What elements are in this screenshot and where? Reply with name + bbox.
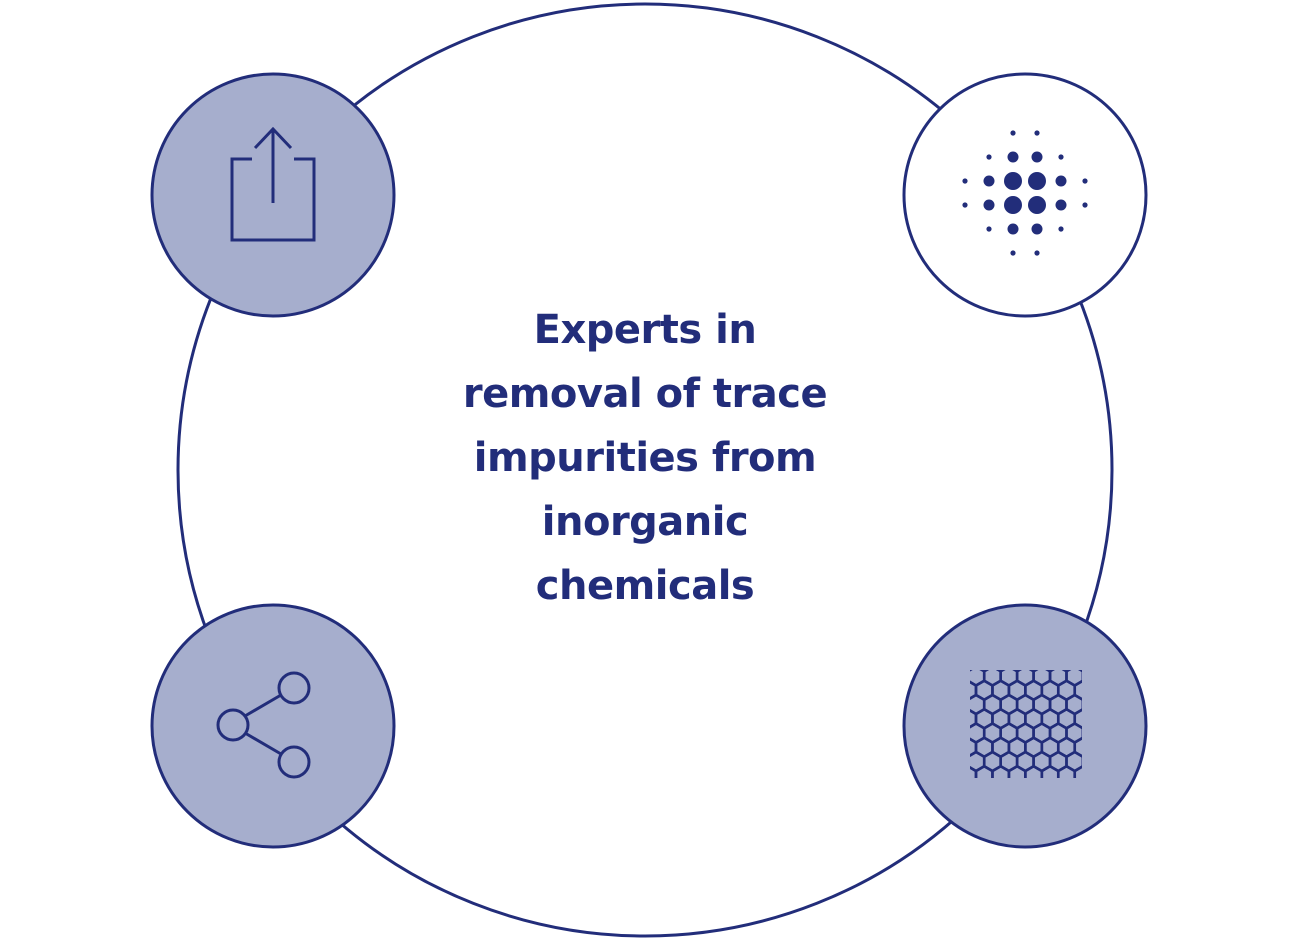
dot <box>1010 130 1016 136</box>
node-bottom-left <box>150 603 396 849</box>
node-circle-top-right <box>902 72 1148 318</box>
dot <box>1031 223 1043 235</box>
node-top-left <box>150 72 396 318</box>
dot <box>983 175 995 187</box>
dot <box>1028 172 1046 190</box>
honeycomb-lattice-icon <box>970 670 1082 778</box>
caption-line-3: impurities from <box>473 435 817 481</box>
caption-line-1: Experts in <box>533 307 757 353</box>
export-icon <box>230 126 316 242</box>
dot <box>986 154 992 160</box>
dot <box>1004 196 1022 214</box>
dot <box>1055 199 1067 211</box>
dot <box>962 202 968 208</box>
main-ring <box>176 2 1114 938</box>
dot <box>1058 154 1064 160</box>
dot <box>983 199 995 211</box>
hex-cell <box>1073 708 1082 730</box>
dot <box>1034 250 1040 256</box>
dot <box>1007 223 1019 235</box>
dot <box>1055 175 1067 187</box>
dot <box>1007 151 1019 163</box>
caption-line-5: chemicals <box>535 563 755 609</box>
dot <box>1034 130 1040 136</box>
node-circle-bottom-right <box>902 603 1148 849</box>
dot <box>986 226 992 232</box>
node-bottom-right <box>902 603 1148 849</box>
hex-cell <box>1073 679 1082 701</box>
dot <box>1058 226 1064 232</box>
share-icon <box>216 671 311 779</box>
caption-line-2: removal of trace <box>462 371 828 417</box>
center-caption: Experts in removal of trace impurities f… <box>395 298 895 618</box>
hex-cell <box>1073 736 1082 758</box>
dot <box>1004 172 1022 190</box>
node-circle-bottom-left <box>150 603 396 849</box>
dot <box>1082 202 1088 208</box>
dot-matrix-icon <box>962 130 1088 256</box>
hex-cell <box>1073 765 1082 778</box>
dot <box>962 178 968 184</box>
node-top-right <box>902 72 1148 318</box>
dot <box>1028 196 1046 214</box>
dot <box>1031 151 1043 163</box>
dot <box>1010 250 1016 256</box>
caption-line-4: inorganic <box>541 499 749 545</box>
dot <box>1082 178 1088 184</box>
